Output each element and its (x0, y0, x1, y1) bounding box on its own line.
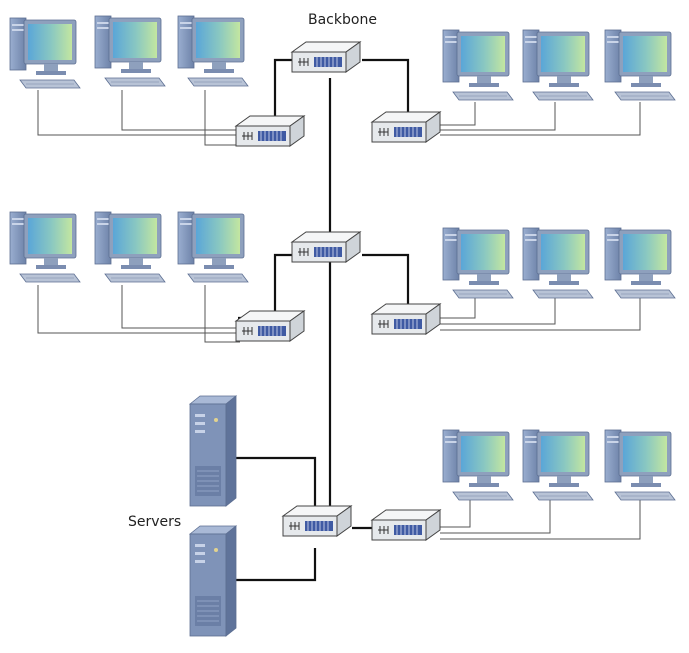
workstation (442, 29, 514, 101)
workstation-group-top-left (9, 15, 249, 89)
server (189, 395, 237, 507)
backbone-switch (291, 41, 361, 73)
workstation (177, 15, 249, 87)
workstation (177, 211, 249, 283)
backbone-switch (291, 231, 361, 263)
workstation-group-middle-left (9, 211, 249, 283)
workstation (442, 429, 514, 501)
workstation (604, 29, 676, 101)
edge-switch (235, 310, 305, 342)
backbone-link (362, 253, 410, 310)
edge-switch (235, 115, 305, 147)
server (189, 525, 237, 637)
workstation (94, 211, 166, 283)
workstation-group-middle-right (442, 227, 676, 299)
workstation (604, 227, 676, 299)
workstation (9, 17, 81, 89)
backbone-switch (282, 505, 352, 537)
server-link (235, 548, 317, 582)
workstation (522, 29, 594, 101)
backbone-link (238, 58, 298, 127)
cables (37, 58, 641, 582)
workstation-group-top-right (442, 29, 676, 101)
workstation (522, 227, 594, 299)
workstation (94, 15, 166, 87)
workstation (522, 429, 594, 501)
backbone-label: Backbone (308, 12, 377, 28)
server-link (235, 456, 317, 510)
workstation (442, 227, 514, 299)
edge-switch (371, 509, 441, 541)
edge-switch (371, 303, 441, 335)
backbone-link (362, 58, 410, 115)
backbone-link (238, 253, 298, 320)
workstation (9, 211, 81, 283)
edge-switch (371, 111, 441, 143)
workstation (604, 429, 676, 501)
workstation-group-bottom-right (442, 429, 676, 501)
servers-label: Servers (128, 514, 181, 530)
